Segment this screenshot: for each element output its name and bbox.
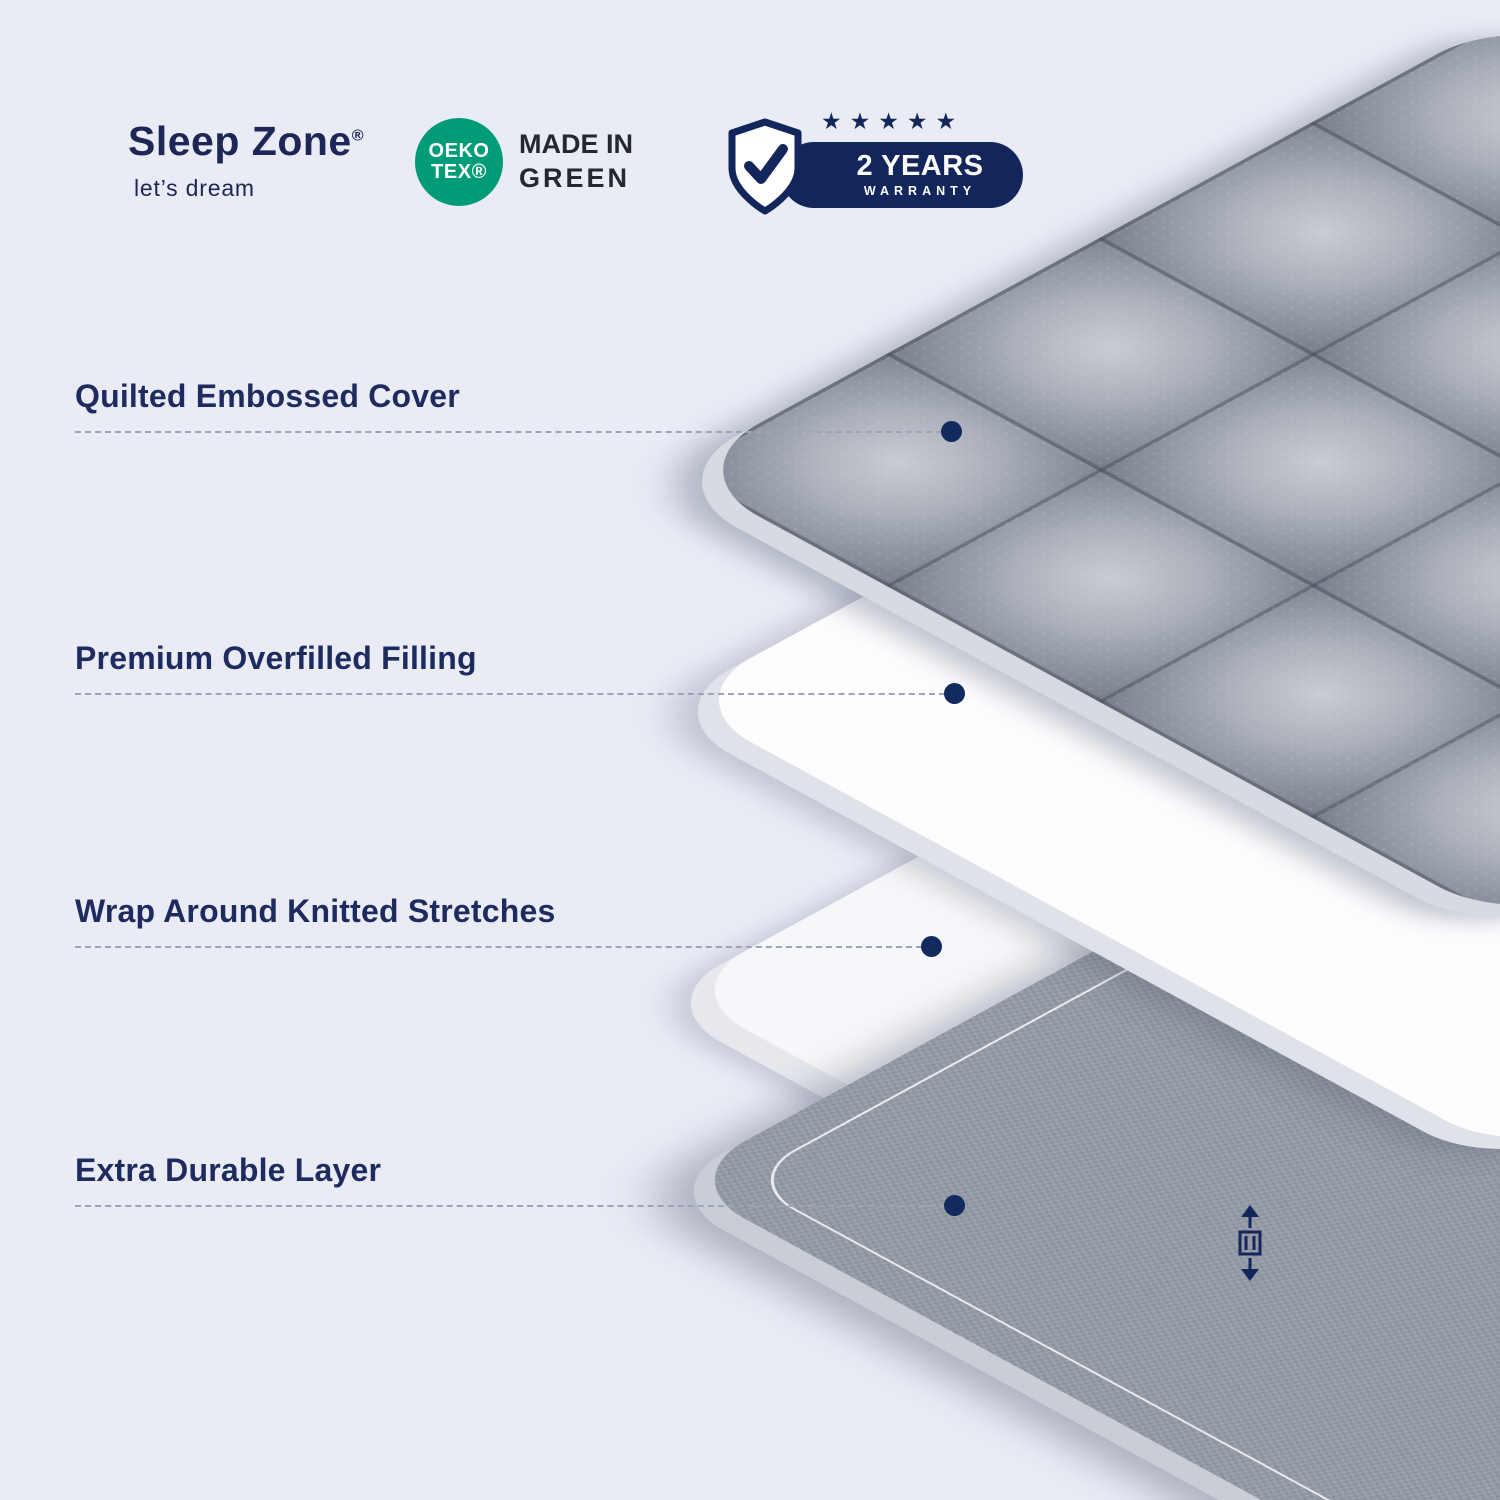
callout-label: Quilted Embossed Cover [75, 378, 460, 414]
warranty-word: WARRANTY [863, 184, 977, 199]
callout-dot [921, 936, 942, 957]
callout-line [75, 1195, 965, 1216]
registered-mark: ® [351, 127, 365, 145]
height-adjust-icon [1233, 1205, 1267, 1286]
brand-tagline: let’s dream [134, 175, 255, 201]
callout-dot [944, 683, 965, 704]
made-in-green-label: MADE IN GREEN [519, 128, 633, 196]
callout-wrap-knitted-stretches: Wrap Around Knitted Stretches [75, 893, 942, 957]
warranty-pill: 2 YEARS WARRANTY [781, 142, 1023, 208]
callout-label: Premium Overfilled Filling [75, 640, 477, 676]
shield-check-icon [728, 118, 802, 215]
callout-overfilled-filling: Premium Overfilled Filling [75, 640, 965, 704]
five-stars-icon: ★★★★★ [821, 108, 965, 134]
green-text: GREEN [519, 163, 631, 193]
brand-name: Sleep Zone® [128, 118, 364, 165]
callout-dot [941, 421, 962, 442]
callout-quilted-cover: Quilted Embossed Cover [75, 378, 962, 442]
oeko-line2: TEX® [431, 161, 487, 183]
brand-logo: Sleep Zone® let’s dream [128, 118, 364, 202]
callout-line [75, 683, 965, 704]
oeko-line1: OEKO [428, 140, 490, 162]
oeko-tex-seal-icon: OEKO TEX® [415, 118, 503, 206]
callout-dot [944, 1195, 965, 1216]
callout-label: Wrap Around Knitted Stretches [75, 893, 556, 929]
warranty-years: 2 YEARS [856, 150, 984, 183]
callout-line [75, 936, 942, 957]
made-in-text: MADE IN [519, 129, 633, 160]
callout-label: Extra Durable Layer [75, 1152, 382, 1188]
brand-name-text: Sleep Zone [128, 118, 352, 164]
callout-extra-durable-layer: Extra Durable Layer [75, 1152, 965, 1216]
callout-line [75, 421, 962, 442]
warranty-badge: ★★★★★ 2 YEARS WARRANTY [725, 108, 1023, 218]
oeko-tex-badge: OEKO TEX® MADE IN GREEN [415, 118, 633, 206]
